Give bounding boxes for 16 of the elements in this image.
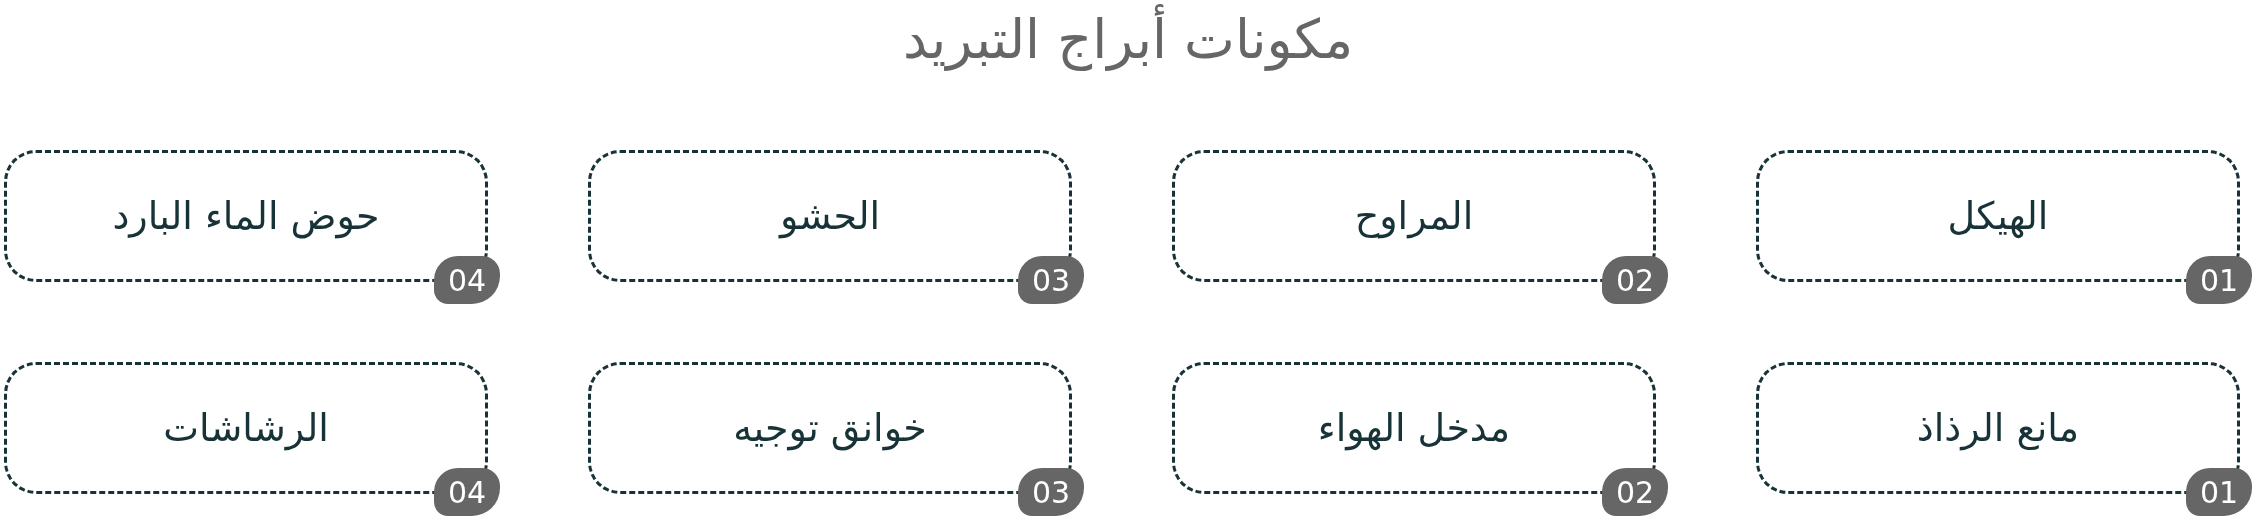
- component-label: مانع الرذاذ: [1916, 406, 2080, 450]
- number-badge: 04: [434, 256, 500, 304]
- component-label: الحشو: [779, 194, 881, 238]
- number-badge: 01: [2186, 256, 2252, 304]
- number-badge: 02: [1602, 468, 1668, 516]
- component-label: حوض الماء البارد: [112, 194, 380, 238]
- number-badge: 04: [434, 468, 500, 516]
- number-badge: 02: [1602, 256, 1668, 304]
- number-badge: 03: [1018, 256, 1084, 304]
- component-label: المراوح: [1354, 194, 1474, 238]
- component-label: الهيكل: [1947, 194, 2049, 238]
- component-label: مدخل الهواء: [1317, 406, 1511, 450]
- number-badge: 01: [2186, 468, 2252, 516]
- component-label: خوانق توجيه: [733, 406, 927, 450]
- component-label: الرشاشات: [163, 406, 329, 450]
- number-badge: 03: [1018, 468, 1084, 516]
